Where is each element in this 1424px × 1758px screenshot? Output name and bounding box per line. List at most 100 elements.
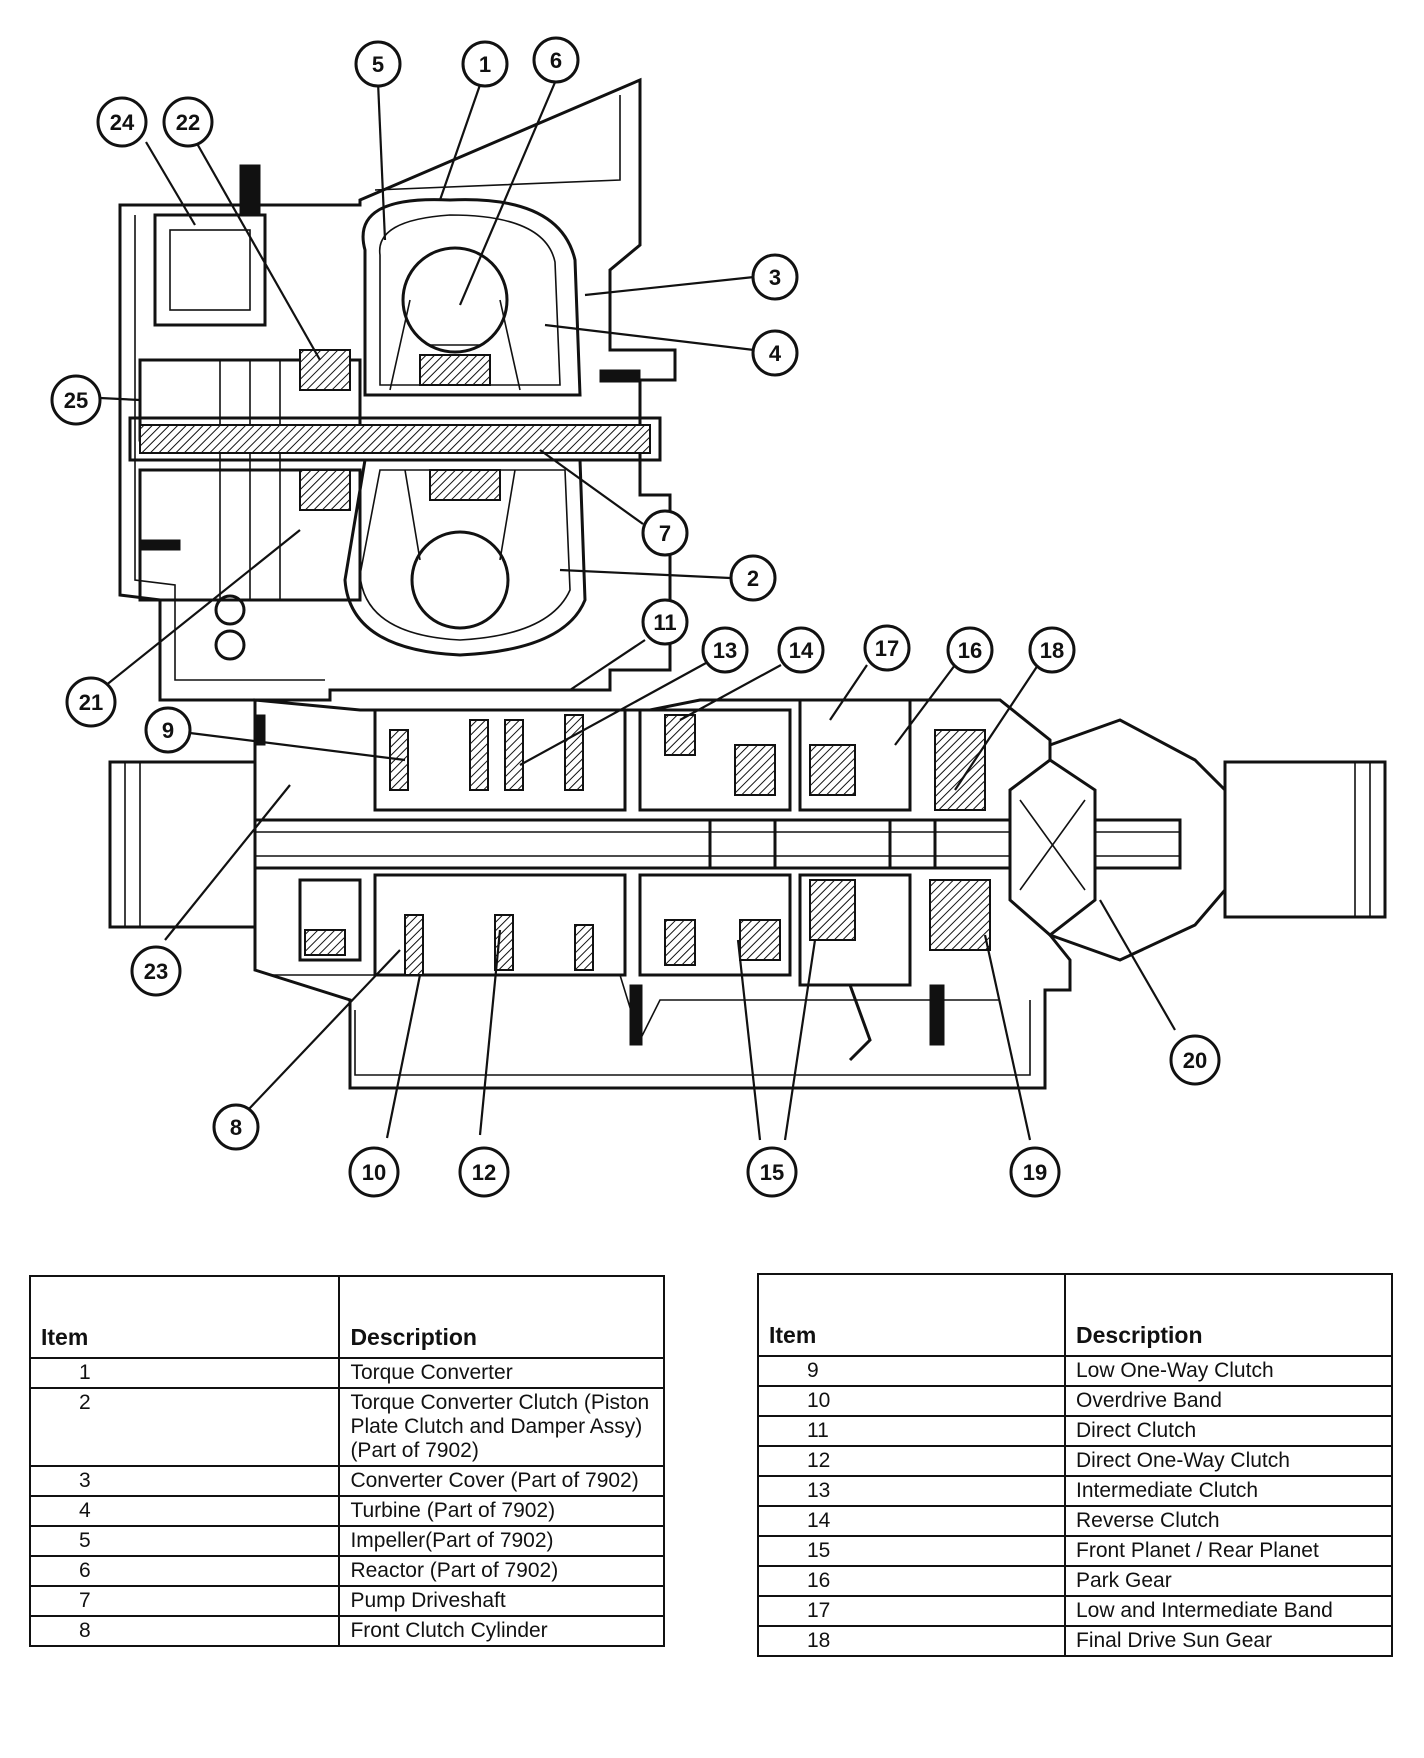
- callout-3: 3: [751, 253, 799, 301]
- svg-text:21: 21: [79, 690, 103, 715]
- item-number: 16: [757, 1565, 1066, 1597]
- item-number: 3: [28, 1465, 341, 1497]
- callout-15: 15: [746, 1146, 798, 1198]
- svg-text:19: 19: [1023, 1160, 1047, 1185]
- svg-text:12: 12: [472, 1160, 496, 1185]
- item-description: Front Planet / Rear Planet: [1064, 1535, 1393, 1567]
- item-description: Front Clutch Cylinder: [338, 1615, 665, 1647]
- callout-22: 22: [162, 96, 214, 148]
- callout-9: 9: [144, 706, 192, 754]
- svg-text:22: 22: [176, 110, 200, 135]
- svg-text:5: 5: [372, 52, 384, 77]
- column-header-item: Item: [28, 1275, 341, 1359]
- leader-lines: [99, 79, 1176, 1141]
- callout-16: 16: [946, 626, 994, 674]
- item-description: Turbine (Part of 7902): [338, 1495, 665, 1527]
- callout-14: 14: [777, 626, 825, 674]
- transaxle-drawing: [108, 77, 1387, 1090]
- item-number: 7: [28, 1585, 341, 1617]
- callout-17: 17: [863, 624, 911, 672]
- item-description: Impeller(Part of 7902): [338, 1525, 665, 1557]
- svg-text:17: 17: [875, 636, 899, 661]
- item-number: 9: [757, 1355, 1066, 1387]
- item-description: Intermediate Clutch: [1064, 1475, 1393, 1507]
- item-number: 4: [28, 1495, 341, 1527]
- svg-text:24: 24: [110, 110, 135, 135]
- callout-18: 18: [1028, 626, 1076, 674]
- callout-19: 19: [1009, 1146, 1061, 1198]
- svg-text:11: 11: [653, 610, 676, 635]
- item-description: Park Gear: [1064, 1565, 1393, 1597]
- legend-header-row: Item Description: [28, 1275, 665, 1359]
- callout-25: 25: [50, 374, 102, 426]
- legend-header-row: Item Description: [757, 1273, 1393, 1357]
- callout-13: 13: [701, 626, 749, 674]
- item-number: 5: [28, 1525, 341, 1557]
- item-description: Pump Driveshaft: [338, 1585, 665, 1617]
- item-description: Reverse Clutch: [1064, 1505, 1393, 1537]
- callouts: 5 1 6 24 22 3 4 25 7 2 21 11 13 14 17 16…: [50, 36, 1221, 1198]
- svg-text:4: 4: [769, 341, 782, 366]
- item-description: Direct One-Way Clutch: [1064, 1445, 1393, 1477]
- item-description: Converter Cover (Part of 7902): [338, 1465, 665, 1497]
- callout-7: 7: [641, 509, 689, 557]
- item-description: Overdrive Band: [1064, 1385, 1393, 1417]
- callout-8: 8: [212, 1103, 260, 1151]
- callout-4: 4: [751, 329, 799, 377]
- callout-21: 21: [65, 676, 117, 728]
- item-description: Low One-Way Clutch: [1064, 1355, 1393, 1387]
- svg-text:2: 2: [747, 566, 759, 591]
- svg-text:18: 18: [1040, 638, 1064, 663]
- column-header-item: Item: [757, 1273, 1066, 1357]
- item-number: 6: [28, 1555, 341, 1587]
- svg-text:3: 3: [769, 265, 781, 290]
- item-description: Torque Converter: [338, 1357, 665, 1389]
- callout-2: 2: [729, 554, 777, 602]
- svg-text:13: 13: [713, 638, 737, 663]
- column-header-description: Description: [1064, 1273, 1393, 1357]
- svg-text:8: 8: [230, 1115, 242, 1140]
- item-description: Reactor (Part of 7902): [338, 1555, 665, 1587]
- callout-5: 5: [354, 40, 402, 88]
- svg-text:7: 7: [659, 521, 671, 546]
- svg-text:14: 14: [789, 638, 814, 663]
- svg-text:15: 15: [760, 1160, 784, 1185]
- item-number: 10: [757, 1385, 1066, 1417]
- callout-11: 11: [641, 598, 689, 646]
- clutch-packs-upper: [373, 698, 986, 812]
- callout-23: 23: [130, 945, 182, 997]
- item-description: Torque Converter Clutch (Piston Plate Cl…: [338, 1387, 665, 1467]
- svg-text:9: 9: [162, 718, 174, 743]
- svg-text:23: 23: [144, 959, 168, 984]
- svg-text:20: 20: [1183, 1048, 1207, 1073]
- item-number: 2: [28, 1387, 341, 1467]
- callout-20: 20: [1169, 1034, 1221, 1086]
- svg-text:1: 1: [479, 52, 491, 77]
- svg-text:6: 6: [550, 48, 562, 73]
- svg-text:25: 25: [64, 388, 88, 413]
- callout-6: 6: [532, 36, 580, 84]
- clutch-packs-lower: [298, 873, 991, 987]
- item-number: 12: [757, 1445, 1066, 1477]
- callout-1: 1: [461, 40, 509, 88]
- item-number: 14: [757, 1505, 1066, 1537]
- callout-24: 24: [96, 96, 148, 148]
- item-number: 1: [28, 1357, 341, 1389]
